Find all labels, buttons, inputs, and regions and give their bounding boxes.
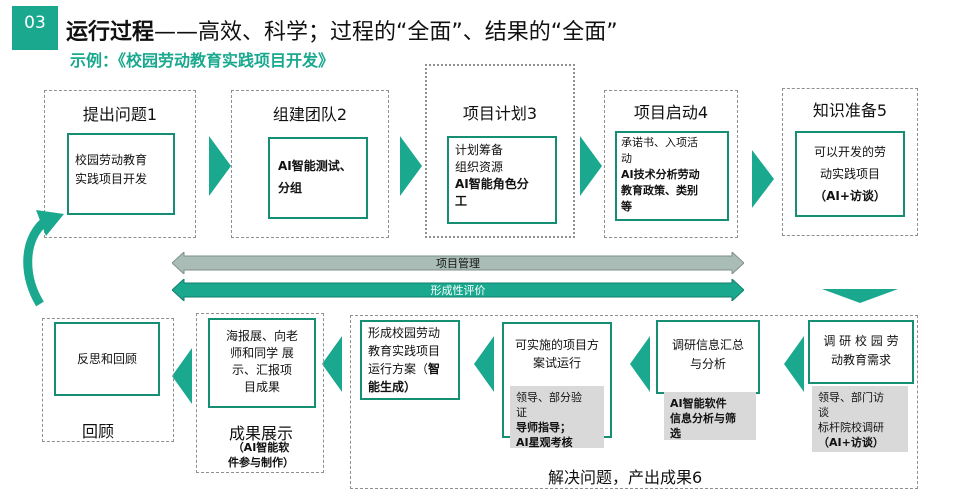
trial-note: 证 — [516, 406, 527, 419]
stage-result-show — [196, 313, 324, 473]
survey-note: 标杆院校调研 — [818, 421, 884, 434]
arrow-left-icon — [630, 336, 650, 392]
plan-line: 形成校园劳动 — [368, 326, 441, 340]
stage-3-line: AI智能角色分 — [455, 177, 529, 191]
stage-5-line: 可以开发的劳 — [813, 145, 886, 159]
stage-6-notes-analysis: AI智能软件 信息分析与筛 选 — [664, 392, 756, 440]
arrow-right-icon — [400, 136, 422, 196]
stage-1-box: 校园劳动教育 实践项目开发 — [67, 133, 175, 215]
stage-2-line: 分组 — [278, 181, 303, 195]
result-show-line: 目成果 — [243, 380, 280, 394]
stage-6-box-survey: 调 研 校 园 劳 动教育需求 — [808, 320, 914, 384]
stage-2-line: AI智能测试、 — [278, 159, 352, 173]
stage-2-box: AI智能测试、 分组 — [268, 137, 368, 219]
stage-review — [42, 318, 174, 442]
band-label: 形成性评价 — [430, 284, 486, 297]
stage-1-title: 提出问题1 — [82, 105, 158, 124]
stage-2: 组建团队2 AI智能测试、 分组 — [231, 90, 389, 238]
stage-1-line: 校园劳动教育 — [75, 153, 148, 167]
plan-line: 能生成） — [368, 380, 417, 394]
arrow-left-icon — [322, 336, 342, 392]
arrow-right-icon — [209, 136, 231, 196]
trial-line: 案试运行 — [532, 356, 581, 370]
result-show-title: 成果展示 — [228, 424, 293, 443]
stage-4-title: 项目启动4 — [633, 103, 709, 122]
result-show-note: 件参与制作） — [228, 456, 294, 469]
title-bold: 运行过程 — [66, 20, 155, 45]
survey-line: 动教育需求 — [830, 353, 891, 367]
band-arrow-icon — [172, 252, 744, 274]
stage-3-box: 计划筹备 组织资源 AI智能角色分 工 — [447, 136, 557, 224]
stage-4-line: AI技术分析劳动 — [621, 168, 700, 181]
result-show-note: （AI智能软 — [232, 441, 290, 454]
stage-4-line: 教育政策、类别 — [621, 184, 698, 197]
stage-4-line: 动 — [621, 152, 632, 165]
curved-return-arrow-icon — [23, 210, 64, 307]
survey-note: （AI+访谈） — [818, 436, 884, 449]
stage-5-line: 动实践项目 — [819, 167, 880, 181]
arrow-down-icon — [822, 289, 898, 303]
page-title: 运行过程——高效、科学；过程的“全面”、结果的“全面” — [66, 14, 618, 46]
stage-6-box-analysis: 调研信息汇总 与分析 — [656, 320, 760, 394]
stage-5-title: 知识准备5 — [812, 101, 888, 120]
analysis-line: 与分析 — [689, 357, 726, 371]
stage-3-line: 计划筹备 — [455, 143, 504, 157]
result-show-box: 海报展、向老 师和同学 展 示、汇报项 目成果 — [208, 318, 316, 408]
review-box-label: 反思和回顾 — [76, 352, 137, 366]
formative-eval-band: 形成性评价 — [172, 279, 744, 301]
result-show-notes: （AI智能软 件参与制作） — [206, 440, 316, 470]
title-rest: ——高效、科学；过程的“全面”、结果的“全面” — [154, 20, 618, 45]
stage-1: 提出问题1 校园劳动教育 实践项目开发 — [44, 90, 196, 238]
stage-3: 项目计划3 计划筹备 组织资源 AI智能角色分 工 — [425, 64, 575, 238]
plan-line: 教育实践项目 — [368, 344, 441, 358]
page-subtitle: 示例：《校园劳动教育实践项目开发》 — [70, 51, 335, 70]
trial-note: 导师指导； — [516, 421, 571, 434]
arrow-left-icon — [784, 336, 804, 392]
stage-6-box-plan: 形成校园劳动 教育实践项目 运行方案（智 能生成） — [360, 320, 460, 400]
result-show-line: 师和同学 展 — [230, 346, 294, 360]
stage-3-title: 项目计划3 — [462, 104, 538, 123]
stage-6-notes-survey: 领导、部门访 谈 标杆院校调研 （AI+访谈） — [812, 386, 908, 452]
stage-6-notes-trial: 领导、部分验 证 导师指导； AI星观考核 — [510, 386, 604, 449]
review-box: 反思和回顾 — [54, 322, 160, 396]
result-show-line: 示、汇报项 — [231, 363, 292, 377]
analysis-note: AI智能软件 — [670, 397, 727, 410]
stage-3-line: 组织资源 — [455, 160, 504, 174]
stage-1-line: 实践项目开发 — [75, 172, 148, 186]
stage-2-title: 组建团队2 — [272, 105, 348, 124]
plan-line-bold: 智 — [428, 362, 441, 376]
trial-note: 领导、部分验 — [516, 391, 582, 404]
project-management-band: 项目管理 — [172, 252, 744, 274]
trial-note: AI星观考核 — [516, 436, 573, 449]
stage-4-line: 等 — [621, 200, 632, 213]
arrow-left-icon — [172, 348, 192, 404]
analysis-line: 调研信息汇总 — [671, 338, 744, 352]
stage-3-line: 工 — [455, 194, 468, 208]
arrow-right-icon — [752, 150, 774, 208]
survey-note: 谈 — [818, 406, 829, 419]
arrow-right-icon — [580, 136, 602, 196]
plan-line: 运行方案（ — [368, 362, 429, 376]
stage-5: 知识准备5 可以开发的劳 动实践项目 （AI+访谈） — [782, 88, 918, 236]
stage-6-title: 解决问题，产出成果6 — [548, 468, 703, 487]
band-label: 项目管理 — [436, 257, 480, 270]
trial-line: 可实施的项目方 — [514, 338, 599, 352]
stage-4-box: 承诺书、入项活 动 AI技术分析劳动 教育政策、类别 等 — [615, 131, 729, 221]
analysis-note: 选 — [670, 427, 681, 440]
stage-4-line: 承诺书、入项活 — [621, 136, 698, 149]
result-show-line: 海报展、向老 — [225, 329, 298, 343]
arrow-left-icon — [474, 336, 494, 392]
survey-note: 领导、部门访 — [818, 391, 884, 404]
stage-6 — [350, 315, 918, 489]
survey-line: 调 研 校 园 劳 — [823, 334, 899, 348]
analysis-note: 信息分析与筛 — [670, 412, 736, 425]
review-title: 回顾 — [82, 422, 115, 441]
band-arrow-icon — [172, 279, 744, 301]
stage-5-box: 可以开发的劳 动实践项目 （AI+访谈） — [795, 131, 905, 217]
stage-4: 项目启动4 承诺书、入项活 动 AI技术分析劳动 教育政策、类别 等 — [604, 90, 738, 238]
section-number: 03 — [12, 6, 58, 50]
stage-5-line: （AI+访谈） — [814, 189, 886, 203]
